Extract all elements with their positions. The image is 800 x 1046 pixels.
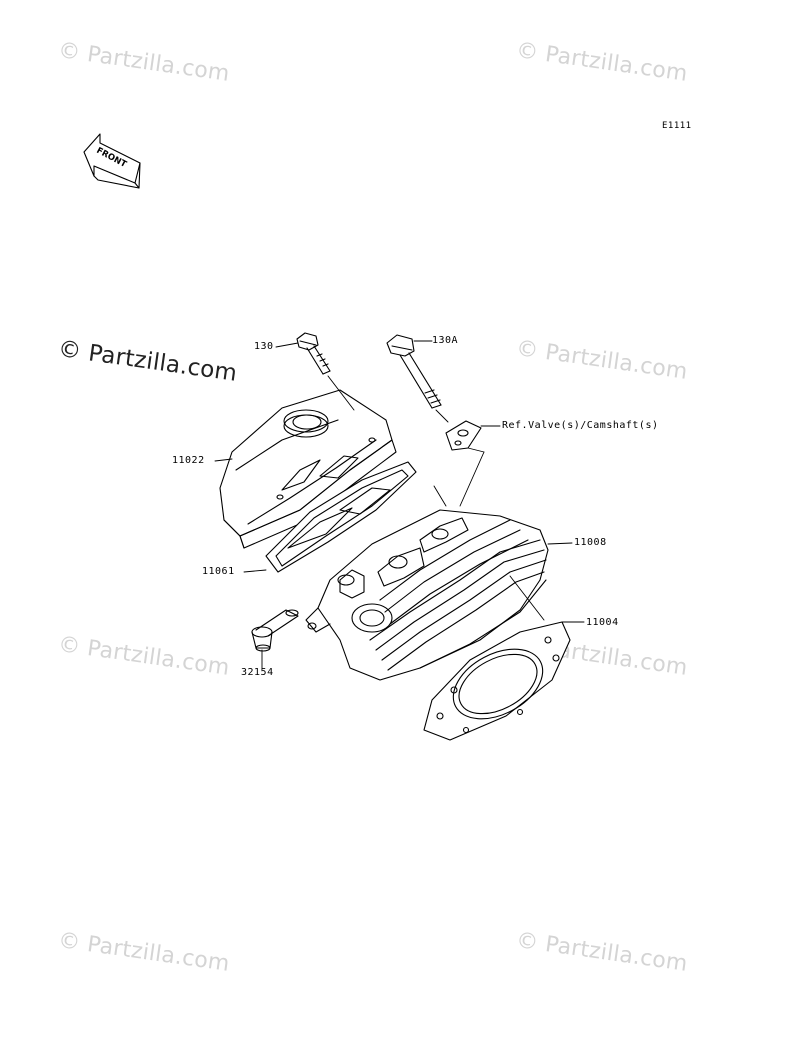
part-label-11004[interactable]: 11004	[586, 617, 619, 628]
part-label-ref-valve-camshaft[interactable]: Ref.Valve(s)/Camshaft(s)	[502, 420, 659, 431]
sleeve-32154[interactable]	[251, 609, 299, 652]
valve-plate[interactable]	[445, 420, 482, 451]
gasket-11061[interactable]	[265, 461, 417, 573]
part-label-11022[interactable]: 11022	[172, 455, 205, 466]
part-label-11061[interactable]: 11061	[202, 566, 235, 577]
bolt-130[interactable]	[296, 332, 331, 375]
part-label-130a[interactable]: 130A	[432, 335, 459, 346]
diagram-code: E1111	[662, 121, 692, 131]
part-label-32154[interactable]: 32154	[241, 667, 274, 678]
bolt-130a[interactable]	[386, 334, 442, 409]
part-label-130[interactable]: 130	[254, 341, 274, 352]
head-cover-11022[interactable]	[219, 389, 397, 549]
leader-lines	[214, 340, 585, 669]
front-arrow-icon: FRONT	[83, 133, 141, 189]
part-label-11008[interactable]: 11008	[574, 537, 607, 548]
cylinder-head-11008[interactable]	[305, 509, 549, 681]
gasket-11004[interactable]	[423, 621, 571, 741]
